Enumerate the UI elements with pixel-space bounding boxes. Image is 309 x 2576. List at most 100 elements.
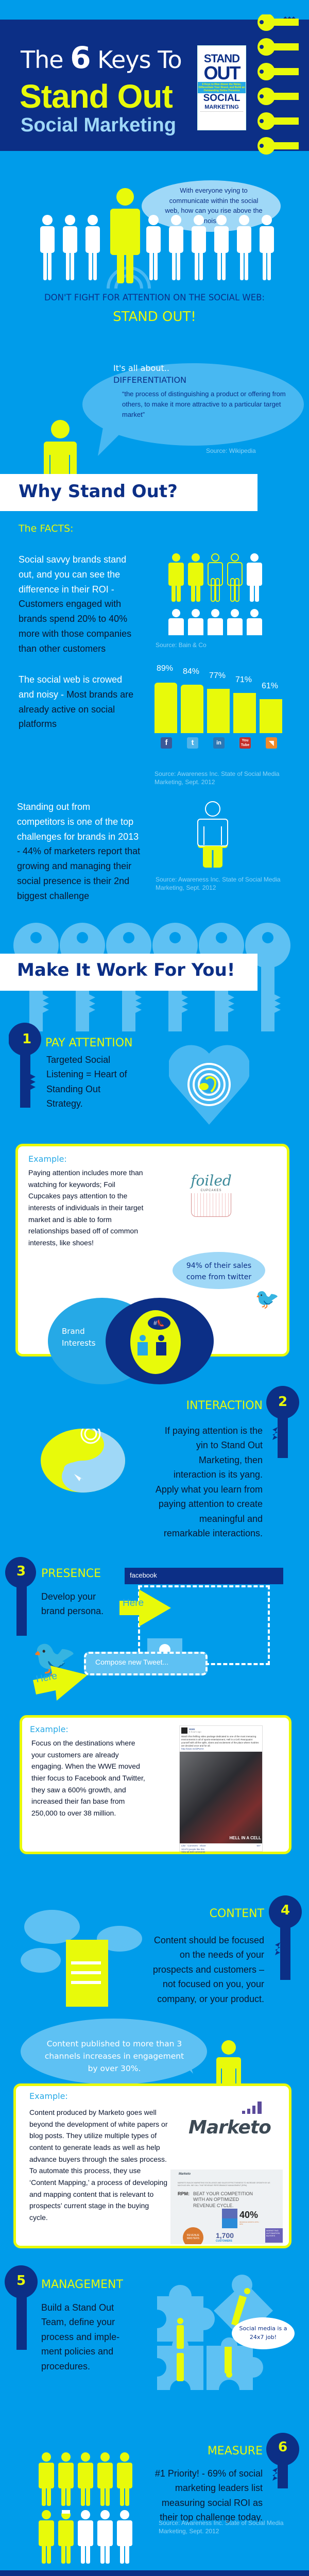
key-4-body: Content should be focused on the needs o… (152, 1935, 264, 2004)
key-5-icon (5, 2265, 38, 2350)
fact-1-people-grid (168, 553, 262, 635)
crowd-figures (40, 188, 274, 289)
foiled-cupcakes-logo: foiled CUPCAKES (185, 1172, 237, 1224)
listening-heart-icon (169, 1045, 249, 1125)
two-people-icon (138, 1335, 166, 1355)
marketo-logo: Marketo (188, 2102, 281, 2137)
key-2-number: 2 (278, 1394, 288, 1410)
marketo-website-screenshot: Marketo MARKETO BUILDS MARKETING EXCELLE… (170, 2170, 283, 2244)
growth-bar-graphic (222, 2209, 237, 2228)
bubble-tail (98, 428, 126, 456)
key-4-title: CONTENT (209, 1907, 264, 1920)
key-3-title: PRESENCE (41, 1567, 101, 1580)
definition-quote: “the process of distinguishing a product… (122, 390, 286, 419)
key-4-example-card: Example: Content produced by Marketo goe… (13, 2083, 291, 2248)
content-bubble-1 (24, 1910, 80, 1944)
shoe-hashtag-bubble: #👠 (148, 1316, 170, 1330)
here-arrow-twitter (33, 1666, 88, 1701)
intro-speech-bubble (142, 180, 281, 232)
twitter-sales-stat: 94% of their sales come from twitter (186, 1262, 252, 1281)
rss-icon: ◥ (266, 737, 277, 749)
book-cover: STAND OUT 6 Keys to Rise Above the Noise… (197, 45, 246, 130)
key-1-example-card: Example: Paying attention includes more … (15, 1144, 289, 1384)
all-about-label: It's all about.. (113, 363, 169, 373)
standout-figure (110, 188, 140, 283)
facebook-icon: f (161, 737, 172, 749)
content-bubble-3 (21, 1948, 61, 1973)
chart-bar: 71% (233, 675, 256, 733)
linkedin-icon: in (213, 737, 225, 749)
key-5-number: 5 (16, 2273, 26, 2289)
venn-brand-label: Brand Interests (62, 1327, 96, 1348)
twitter-sales-bubble (173, 1252, 265, 1289)
compose-tweet-input[interactable]: Compose new Tweet... (84, 1652, 208, 1675)
key-6-title: MEASURE (207, 2445, 263, 2458)
title-line-1: The 6 Keys To (21, 40, 182, 75)
key-1-number: 1 (22, 1031, 32, 1047)
yin-yang-icon (41, 1429, 125, 1493)
fact-3-text: Standing out from competitors is one of … (17, 802, 141, 901)
intro-standout: STAND OUT! (113, 309, 196, 325)
key-5-title: MANAGEMENT (41, 2278, 123, 2291)
fact-3-half-figure (197, 801, 228, 869)
header-keys (255, 13, 301, 164)
title-stand-out: Stand Out (20, 78, 173, 115)
fact-1-source: Source: Bain & Co (156, 641, 207, 649)
venn-customer-label: Customer Interests (215, 1327, 252, 1348)
engagement-stat-text: Content published to more than 3 channel… (44, 2039, 184, 2074)
wwe-post-photo: HELL IN A CELL (180, 1752, 262, 1844)
engagement-bubble-tail (170, 2050, 193, 2074)
key-6-number: 6 (278, 2439, 288, 2455)
key-5-body: Build a Stand Out Team, define your proc… (41, 2302, 120, 2371)
header-banner (0, 20, 309, 151)
facebook-header-bar: facebook (125, 1568, 283, 1584)
fact-3-source: Source: Awareness Inc. State of Social M… (156, 876, 281, 891)
make-it-work-band: Make It Work For You! (0, 954, 258, 991)
team-members-extra (225, 2347, 232, 2374)
twitter-bird-icon: 🐦 (255, 1289, 280, 1310)
chart-bar: 61% (260, 682, 282, 733)
key-6-source: Source: Awareness Inc. State of Social M… (159, 2519, 284, 2535)
title-social-marketing: Social Marketing (21, 114, 176, 136)
key-4-icon (269, 1895, 302, 1980)
twitter-icon: t (187, 737, 198, 749)
key-1-title: PAY ATTENTION (45, 1037, 133, 1049)
key-3-example-card: Example: Focus on the destinations where… (20, 1715, 291, 1854)
definition-source: Source: Wikipedia (206, 447, 256, 454)
wwe-logo (181, 1727, 187, 1734)
facts-label: The FACTS: (19, 523, 74, 534)
here-label-facebook: Here (123, 1598, 144, 1608)
chart-bar: 84% (181, 667, 203, 733)
thinking-figure (44, 420, 77, 477)
key-2-title: INTERACTION (186, 1399, 263, 1412)
key-3-number: 3 (16, 1564, 26, 1579)
measure-people-grid (39, 2452, 132, 2564)
differentiation-label: DIFFERENTIATION (113, 375, 186, 385)
key-icon-stack (258, 13, 299, 155)
why-stand-out-band: Why Stand Out? (0, 474, 258, 511)
key-4-number: 4 (281, 1903, 290, 1918)
key-3-body: Develop your brand persona. (41, 1591, 104, 1617)
chart-bar: 89% (154, 664, 177, 733)
key-1-body: Targeted Social Listening = Heart of Sta… (46, 1055, 127, 1109)
key-2-icon (266, 1386, 299, 1458)
key-6-body: #1 Priority! - 69% of social marketing l… (154, 2468, 263, 2523)
intro-tagline: DON'T FIGHT FOR ATTENTION ON THE SOCIAL … (44, 293, 265, 302)
key-6-icon (266, 2433, 299, 2488)
background-keys (13, 923, 290, 1031)
here-arrow-facebook (119, 1589, 171, 1626)
revenue-masters-badge: REVENUE MASTERS (183, 2227, 203, 2244)
fact-2-text: The social web is crowed and noisy - Mos… (19, 674, 134, 730)
marketo-bars-icon (242, 2102, 262, 2114)
content-reader-figure (216, 2040, 241, 2087)
key-2-body: If paying attention is the yin to Stand … (155, 1426, 263, 1539)
fact-1-text: Social savvy brands stand out, and you c… (19, 554, 132, 654)
document-icon (66, 1940, 108, 2007)
fact-2-source: Source: Awareness Inc. State of Social M… (154, 770, 280, 786)
puzzle-team-icon (157, 2275, 273, 2391)
footer-top-bar (0, 2570, 309, 2576)
